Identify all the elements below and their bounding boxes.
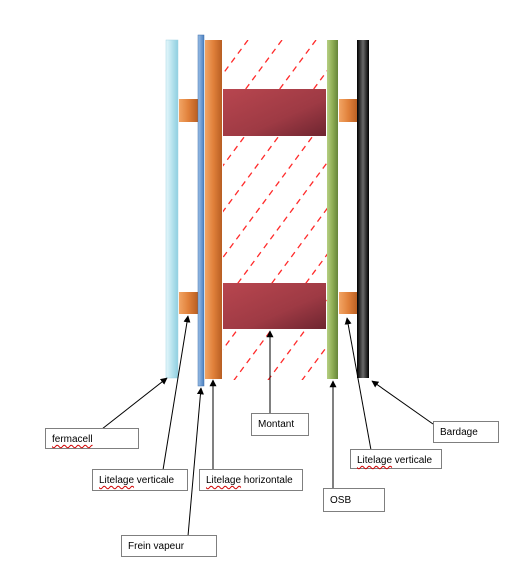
leader-frein-vapeur [187, 387, 204, 537]
label-osb: OSB [323, 488, 385, 512]
leader-fermacell [101, 377, 168, 430]
label-montant-text: Montant [258, 419, 295, 430]
bardage-cladding [357, 40, 369, 378]
label-fermacell-text: fermacell [52, 434, 93, 445]
leader-litelage-verticale-left [162, 315, 191, 471]
label-litelage-verticale-left-word: Litelage [99, 475, 135, 486]
litelage-verticale-outer-top [339, 99, 358, 122]
leader-litelage-verticale-right [344, 317, 372, 451]
label-litelage-horizontale-rest: horizontale [241, 475, 293, 486]
label-frein-vapeur-text: Frein vapeur [128, 541, 185, 552]
label-montant: Montant [251, 413, 309, 436]
label-osb-text: OSB [330, 495, 352, 506]
label-litelage-verticale-right-word: Litelage [357, 455, 393, 466]
label-litelage-verticale-left: Litelage verticale [92, 469, 188, 491]
litelage-horizontale-board [205, 40, 222, 379]
fermacell-board [165, 39, 179, 379]
insulation-hatch-line [223, 207, 327, 351]
label-litelage-horizontale: Litelage horizontale [199, 469, 303, 491]
osb-board [327, 40, 338, 379]
montant-top [223, 89, 326, 136]
litelage-verticale-inner-bottom [179, 292, 198, 314]
label-bardage-text: Bardage [440, 427, 478, 438]
label-litelage-horizontale-word: Litelage [206, 475, 242, 486]
label-litelage-verticale-right-rest: verticale [392, 455, 433, 466]
label-litelage-verticale-right: Litelage verticale [350, 449, 442, 469]
frein-vapeur-membrane [197, 34, 205, 387]
montant-bottom [223, 283, 326, 329]
label-litelage-verticale-left-rest: verticale [134, 475, 175, 486]
insulation-hatch-line [267, 299, 327, 380]
label-bardage: Bardage [433, 421, 499, 443]
litelage-verticale-inner-top [179, 99, 198, 122]
label-frein-vapeur: Frein vapeur [121, 535, 217, 557]
label-fermacell: fermacell [45, 428, 139, 449]
leader-bardage [371, 380, 434, 425]
insulation-hatch-line [0, 40, 180, 391]
insulation-hatch-line [0, 40, 214, 391]
litelage-verticale-outer-bottom [339, 292, 358, 314]
